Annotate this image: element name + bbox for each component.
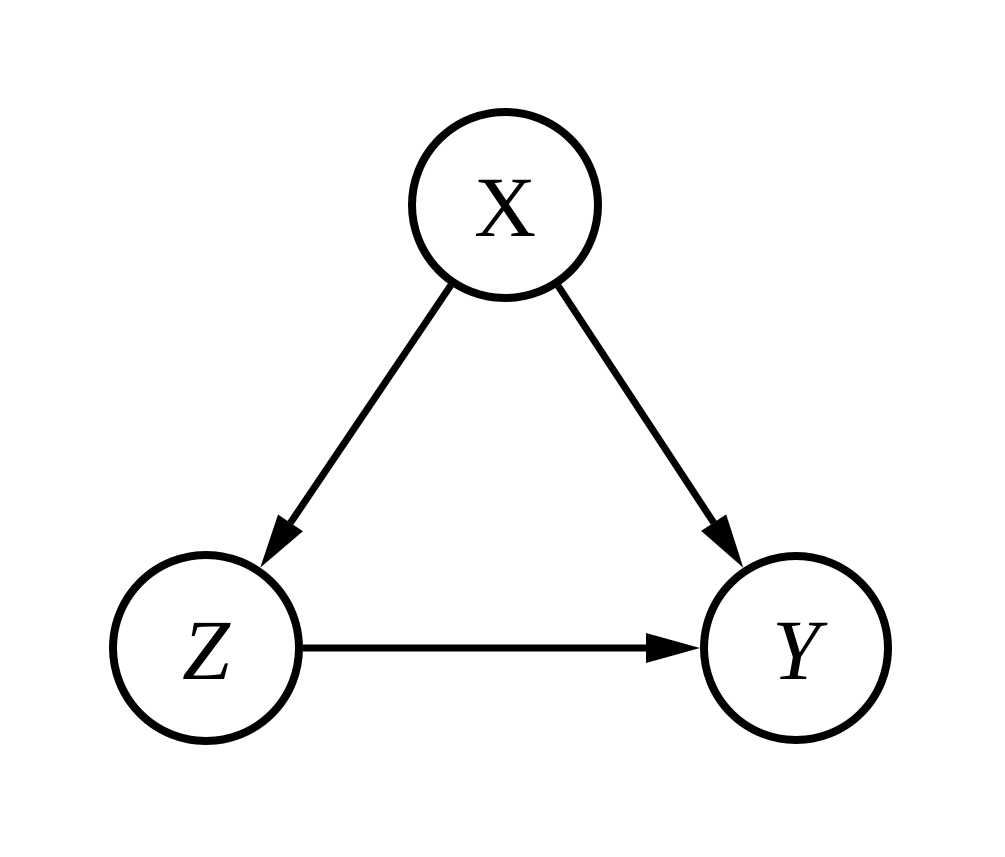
edge-x-to-y[interactable] bbox=[555, 284, 744, 568]
node-x-label: X bbox=[474, 159, 536, 255]
edge-x-to-z-arrowhead bbox=[260, 514, 303, 568]
node-x-circle bbox=[408, 108, 602, 302]
node-z-circle bbox=[109, 551, 303, 745]
node-z[interactable]: Z bbox=[109, 551, 303, 745]
edge-x-to-y-arrowhead bbox=[701, 514, 744, 568]
edge-z-to-y-arrowhead bbox=[646, 633, 700, 663]
node-x[interactable]: X bbox=[408, 108, 602, 302]
node-y-label: Y bbox=[772, 602, 828, 698]
node-z-label: Z bbox=[182, 602, 231, 698]
nodes-group: X Z Y bbox=[109, 108, 892, 745]
edge-x-to-y-line bbox=[555, 284, 717, 525]
edge-x-to-z[interactable] bbox=[260, 283, 454, 568]
node-y[interactable]: Y bbox=[700, 552, 892, 744]
node-y-circle bbox=[700, 552, 892, 744]
edge-z-to-y[interactable] bbox=[303, 633, 700, 663]
edge-x-to-z-line bbox=[287, 283, 454, 525]
edges-group bbox=[260, 283, 744, 663]
